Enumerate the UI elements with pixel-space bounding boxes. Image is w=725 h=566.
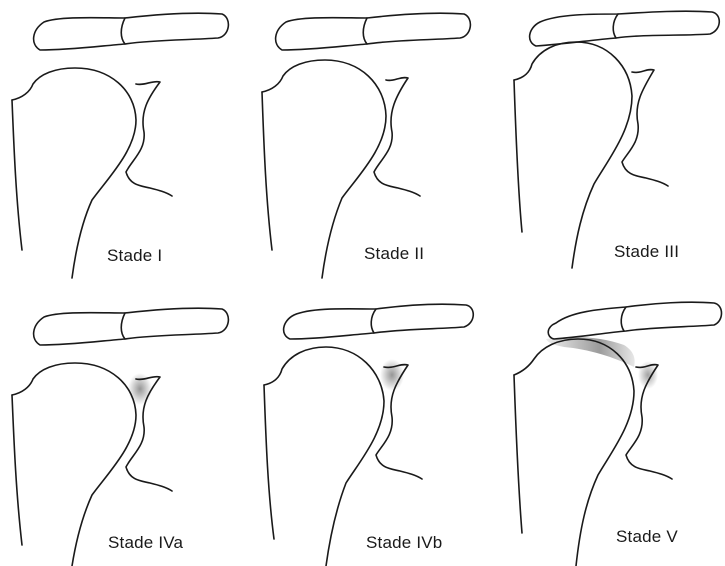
acromion-joint-line [121, 313, 125, 339]
humeral-shaft-outline [12, 100, 22, 250]
humeral-shaft-outline [514, 80, 522, 232]
stage-label: Stade III [614, 242, 679, 262]
humeral-shaft-outline [262, 92, 272, 250]
acromion-joint-line [371, 309, 376, 333]
panel-stade-3: Stade III [484, 0, 725, 283]
acromion-joint-line [363, 18, 367, 44]
shoulder-drawing-stade-4a [0, 283, 241, 566]
stage-label: Stade IVa [108, 533, 183, 553]
glenoid-shading [380, 359, 404, 391]
glenoid-outline [374, 78, 420, 196]
acromion-outline [284, 304, 474, 339]
panel-stade-2: Stade II [242, 0, 483, 283]
shoulder-drawing-stade-5 [484, 283, 725, 566]
stage-label: Stade I [107, 246, 162, 266]
shoulder-drawing-stade-1 [0, 0, 241, 283]
acromion-joint-line [621, 307, 626, 331]
acromion-outline [276, 13, 471, 50]
humeral-shaft-outline [12, 395, 22, 545]
acromion-outline [548, 302, 721, 339]
stage-label: Stade V [616, 527, 678, 547]
shoulder-drawing-stade-2 [242, 0, 483, 283]
stage-label: Stade IVb [366, 533, 442, 553]
panel-stade-4a: Stade IVa [0, 283, 241, 566]
stage-label: Stade II [364, 244, 424, 264]
acromion-outline [530, 11, 720, 46]
acromion-outline [34, 13, 229, 50]
shoulder-drawing-stade-4b [242, 283, 483, 566]
panel-stade-4b: Stade IVb [242, 283, 483, 566]
humeral-shaft-outline [514, 375, 522, 533]
glenoid-outline [622, 70, 668, 186]
acromion-joint-line [121, 18, 125, 44]
humeral-shaft-outline [264, 385, 274, 539]
humeral-head-outline [514, 42, 632, 268]
panel-stade-1: Stade I [0, 0, 241, 283]
acromion-joint-line [613, 14, 618, 38]
acromion-outline [34, 308, 229, 345]
shoulder-drawing-stade-3 [484, 0, 725, 283]
panel-stade-5: Stade V [484, 283, 725, 566]
